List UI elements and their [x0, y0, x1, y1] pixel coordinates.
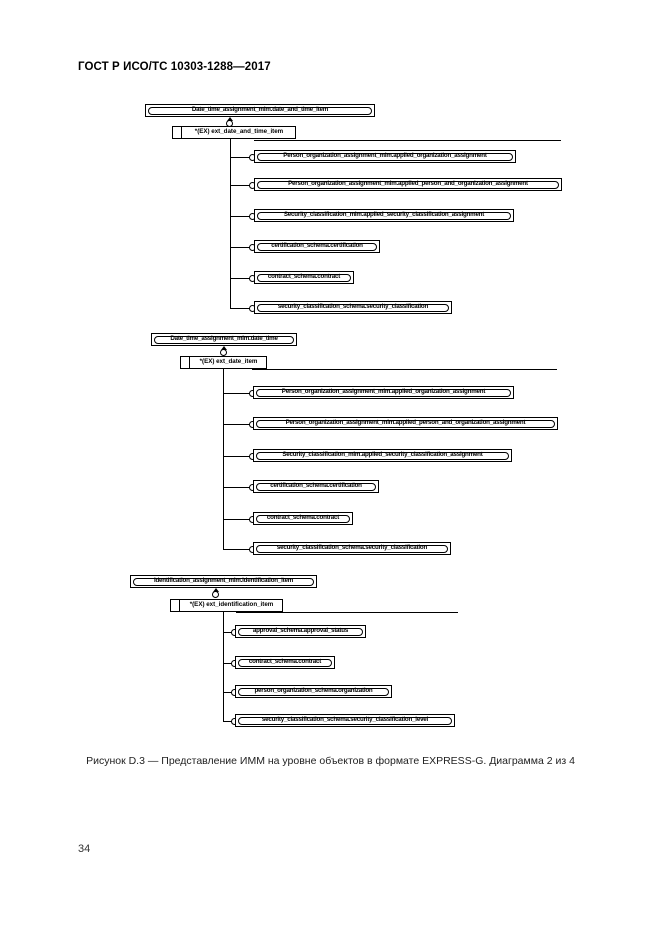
select-type-box: *(EX) ext_identification_item [170, 599, 283, 612]
branch-line [223, 519, 251, 520]
document-header: ГОСТ Р ИСО/ТС 10303-1288—2017 [78, 61, 271, 73]
select-label: *(EX) ext_identification_item [189, 601, 274, 608]
entity-label: certification_schema.certification [271, 242, 363, 249]
entity-label: Security_classification_mim.applied_secu… [282, 451, 483, 458]
branch-line [223, 632, 233, 633]
child-entity-box: Person_organization_assignment_mim.appli… [253, 386, 514, 399]
child-entity-box: certification_schema.certification [254, 240, 380, 253]
branch-line [230, 157, 252, 158]
branch-line [230, 216, 252, 217]
entity-label: Identification_assignment_mim.identifica… [153, 577, 294, 584]
child-entity-box: person_organization_schema.organization [235, 685, 392, 698]
entity-label: Person_organization_assignment_mim.appli… [281, 388, 486, 395]
supertype-marker-icon [221, 346, 227, 350]
branch-line [236, 612, 458, 613]
child-entity-box: Person_organization_assignment_mim.appli… [253, 417, 558, 430]
entity-label: contract_schema.contract [248, 658, 322, 665]
tree-trunk-line [230, 139, 231, 309]
select-type-box: *(EX) ext_date_item [180, 356, 267, 369]
child-entity-box: approval_schema.approval_status [235, 625, 366, 638]
select-label: *(EX) ext_date_and_time_item [194, 128, 284, 135]
branch-line [230, 185, 252, 186]
branch-line [223, 487, 251, 488]
entity-label: contract_schema.contract [266, 514, 340, 521]
branch-line [230, 308, 252, 309]
branch-line [223, 721, 233, 722]
parent-entity-box: Date_time_assignment_mim.date_time [151, 333, 297, 346]
tree-trunk-line [223, 612, 224, 722]
entity-label: Person_organization_assignment_mim.appli… [283, 152, 487, 159]
supertype-marker-icon [213, 588, 219, 592]
supertype-marker-icon [227, 117, 233, 121]
entity-label: contract_schema.contract [267, 273, 341, 280]
branch-line [254, 140, 561, 141]
relationship-circle-icon [212, 591, 219, 598]
branch-line [252, 369, 557, 370]
child-entity-box: Security_classification_mim.applied_secu… [253, 449, 512, 462]
entity-label: certification_schema.certification [270, 482, 362, 489]
branch-line [230, 278, 252, 279]
child-entity-box: Person_organization_assignment_mim.appli… [254, 150, 516, 163]
branch-line [223, 663, 233, 664]
child-entity-box: certification_schema.certification [253, 480, 379, 493]
branch-line [230, 247, 252, 248]
parent-entity-box: Date_time_assignment_mim.date_and_time_i… [145, 104, 375, 117]
child-entity-box: security_classification_schema.security_… [254, 301, 452, 314]
branch-line [223, 549, 251, 550]
parent-entity-box: Identification_assignment_mim.identifica… [130, 575, 317, 588]
child-entity-box: Person_organization_assignment_mim.appli… [254, 178, 562, 191]
entity-label: security_classification_schema.security_… [261, 716, 429, 723]
entity-label: person_organization_schema.organization [254, 687, 373, 694]
figure-caption: Рисунок D.3 — Представление ИММ на уровн… [86, 755, 575, 767]
entity-label: security_classification_schema.security_… [277, 303, 429, 310]
relationship-circle-icon [220, 349, 227, 356]
entity-label: Security_classification_mim.applied_secu… [283, 211, 485, 218]
child-entity-box: contract_schema.contract [235, 656, 335, 669]
branch-line [223, 456, 251, 457]
child-entity-box: contract_schema.contract [253, 512, 353, 525]
entity-label: Person_organization_assignment_mim.appli… [285, 419, 526, 426]
child-entity-box: security_classification_schema.security_… [235, 714, 455, 727]
child-entity-box: Security_classification_mim.applied_secu… [254, 209, 514, 222]
entity-label: Date_time_assignment_mim.date_and_time_i… [191, 106, 329, 113]
branch-line [223, 692, 233, 693]
child-entity-box: security_classification_schema.security_… [253, 542, 451, 555]
select-type-box: *(EX) ext_date_and_time_item [172, 126, 296, 139]
entity-label: security_classification_schema.security_… [276, 544, 428, 551]
entity-label: Person_organization_assignment_mim.appli… [288, 180, 528, 187]
branch-line [223, 424, 251, 425]
branch-line [223, 393, 251, 394]
page-number: 34 [78, 843, 91, 855]
tree-trunk-line [223, 369, 224, 550]
entity-label: Date_time_assignment_mim.date_time [170, 335, 278, 342]
select-label: *(EX) ext_date_item [199, 358, 258, 365]
entity-label: approval_schema.approval_status [252, 627, 349, 634]
child-entity-box: contract_schema.contract [254, 271, 354, 284]
